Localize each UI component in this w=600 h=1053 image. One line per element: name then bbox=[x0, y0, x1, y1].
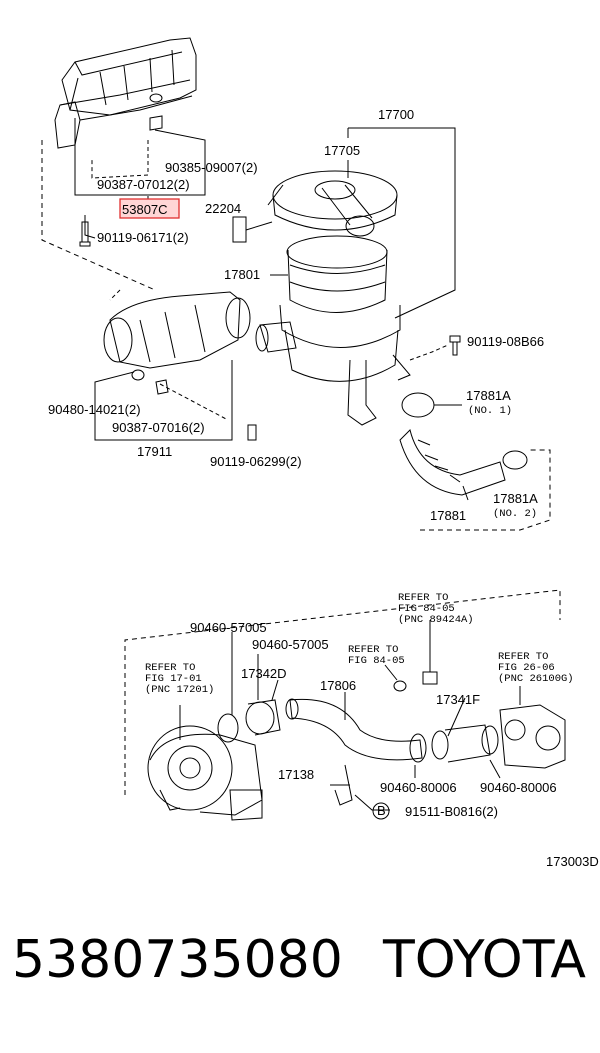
label-90385-09007: 90385-09007(2) bbox=[165, 160, 258, 175]
label-17806: 17806 bbox=[320, 678, 356, 693]
label-17881: 17881 bbox=[430, 508, 466, 523]
label-17138: 17138 bbox=[278, 767, 314, 782]
label-circle-b: B bbox=[377, 803, 386, 818]
label-17342d: 17342D bbox=[241, 666, 287, 681]
turbocharger-drawing bbox=[147, 725, 263, 821]
ref-17-01-line2: FIG 17-01 bbox=[145, 673, 202, 685]
label-90460-80006-a: 90460-80006 bbox=[380, 780, 457, 795]
label-no2: (NO. 2) bbox=[493, 508, 537, 520]
label-17700: 17700 bbox=[378, 107, 414, 122]
figure-code: 173003D bbox=[546, 854, 599, 869]
label-90119-08b66: 90119-08B66 bbox=[467, 334, 544, 349]
caption-part-number: 5380735080 bbox=[12, 930, 343, 990]
caption-bar: 5380735080 TOYOTA bbox=[0, 930, 600, 1020]
intake-duct-drawing bbox=[54, 37, 197, 149]
label-91511-b0816: 91511-B0816(2) bbox=[405, 804, 498, 819]
ref-84-05-a-line1: REFER TO bbox=[398, 592, 448, 604]
ref-17-01-line1: REFER TO bbox=[145, 662, 195, 674]
label-17911: 17911 bbox=[137, 444, 172, 459]
ref-84-05-a-line3: (PNC 89424A) bbox=[398, 614, 474, 626]
label-90119-06171: 90119-06171(2) bbox=[97, 230, 189, 245]
label-90480-14021: 90480-14021(2) bbox=[48, 402, 141, 417]
pipe-17806-drawing bbox=[285, 698, 423, 761]
throttle-body-drawing bbox=[499, 704, 566, 769]
ref-84-05-b-line2: FIG 84-05 bbox=[348, 655, 405, 667]
label-22204: 22204 bbox=[205, 201, 241, 216]
hose-17341f-drawing bbox=[409, 724, 499, 763]
label-17881a-2: 17881A bbox=[493, 491, 538, 506]
diagram-canvas: 17700 17705 90385-09007(2) 90387-07012(2… bbox=[41, 37, 599, 869]
label-90387-07016: 90387-07016(2) bbox=[112, 420, 205, 435]
ref-84-05-a-line2: FIG 84-05 bbox=[398, 603, 455, 615]
label-90460-57005-a: 90460-57005 bbox=[190, 620, 267, 635]
hose-17911-drawing bbox=[103, 291, 251, 369]
ref-26-06-line1: REFER TO bbox=[498, 651, 548, 663]
label-53807c: 53807C bbox=[122, 202, 168, 217]
label-17881a-1: 17881A bbox=[466, 388, 511, 403]
ref-26-06-line2: FIG 26-06 bbox=[498, 662, 555, 674]
ref-84-05-b-line1: REFER TO bbox=[348, 644, 398, 656]
label-90460-80006-b: 90460-80006 bbox=[480, 780, 557, 795]
caption-brand: TOYOTA bbox=[383, 930, 586, 990]
label-17341f: 17341F bbox=[436, 692, 480, 707]
label-no1: (NO. 1) bbox=[468, 405, 512, 417]
air-cleaner-drawing bbox=[255, 127, 456, 426]
ref-26-06-line3: (PNC 26100G) bbox=[498, 673, 574, 685]
label-17801: 17801 bbox=[224, 267, 260, 282]
label-90387-07012: 90387-07012(2) bbox=[97, 177, 190, 192]
label-90460-57005-b: 90460-57005 bbox=[252, 637, 329, 652]
highlight-box bbox=[119, 198, 180, 219]
label-17705: 17705 bbox=[324, 143, 360, 158]
label-90119-06299: 90119-06299(2) bbox=[210, 454, 302, 469]
ref-17-01-line3: (PNC 17201) bbox=[145, 684, 214, 696]
